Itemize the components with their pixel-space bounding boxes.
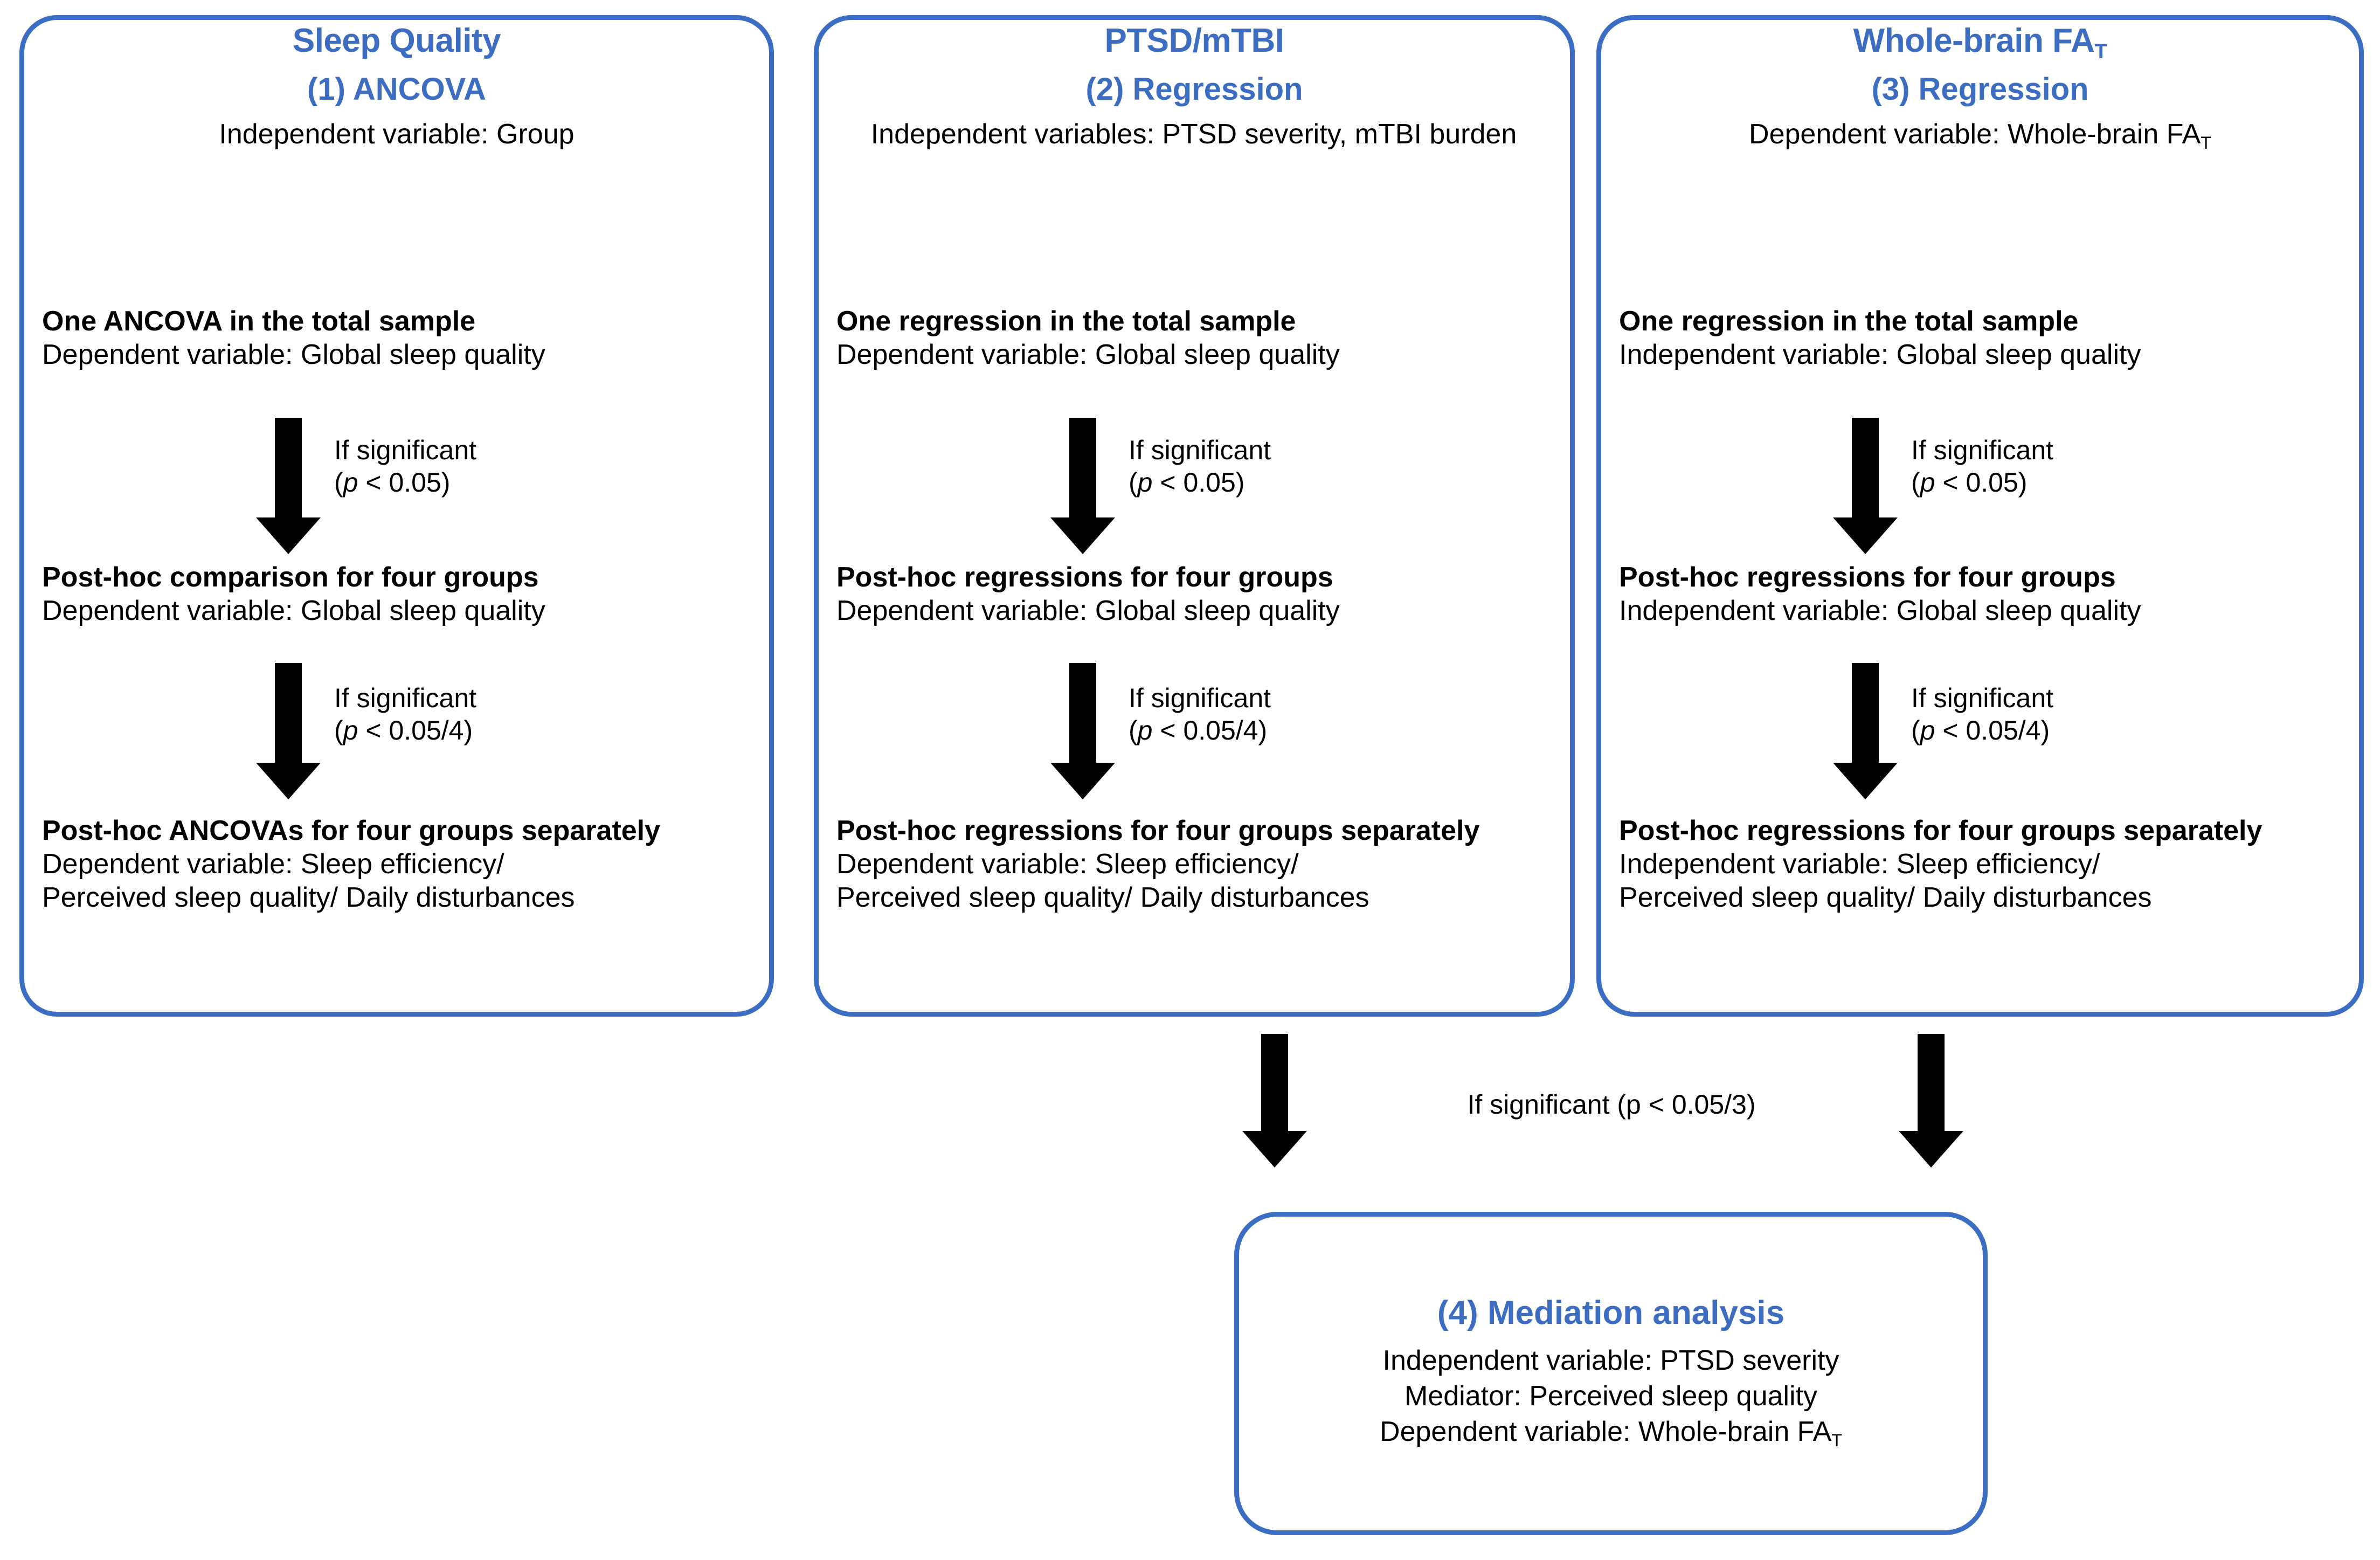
column-2-step-1: One regression in the total sample Depen…: [836, 305, 1553, 371]
column-2-step-2-subline: Dependent variable: Global sleep quality: [836, 595, 1340, 626]
column-3-step-2: Post-hoc regressions for four groups Ind…: [1619, 561, 2341, 627]
column-1-step-3-subline-1: Dependent variable: Sleep efficiency/: [42, 848, 504, 880]
column-2-arrow-2-label-line1: If significant: [1129, 683, 1271, 713]
mediation-analysis-card: [1234, 1212, 1988, 1535]
column-1-step-2-subline: Dependent variable: Global sleep quality: [42, 595, 545, 626]
column-card-ptsd-mtbi: [814, 15, 1575, 1017]
column-1-arrow-2-label-line2: (p < 0.05/4): [334, 715, 473, 746]
column-1-arrow-1: [253, 418, 323, 555]
column-1-arrow-2-label: If significant (p < 0.05/4): [334, 682, 476, 747]
column-2-step-3-subline-2: Perceived sleep quality/ Daily disturban…: [836, 882, 1369, 913]
column-1-step-1-header: One ANCOVA in the total sample: [42, 306, 476, 337]
column-2-arrow-2-label: If significant (p < 0.05/4): [1129, 682, 1271, 747]
column-1-variable-line: Independent variable: Group: [219, 119, 575, 150]
column-3-step-3: Post-hoc regressions for four groups sep…: [1619, 814, 2347, 914]
column-1-arrow-2-label-line1: If significant: [334, 683, 477, 713]
column-3-analysis-label: (3) Regression: [1871, 72, 2089, 107]
column-2-step-1-subline: Dependent variable: Global sleep quality: [836, 339, 1340, 370]
column-2-arrow-1-label-line1: If significant: [1129, 435, 1271, 465]
mediation-line-independent: Independent variable: PTSD severity: [1382, 1345, 1839, 1376]
column-2-step-2: Post-hoc regressions for four groups Dep…: [836, 561, 1553, 627]
branch-significance-label: If significant (p < 0.05/3): [1467, 1089, 1756, 1120]
column-3-arrow-1-label-line2: (p < 0.05): [1911, 467, 2028, 498]
column-1-arrow-1-label-line2: (p < 0.05): [334, 467, 451, 498]
column-card-whole-brain-fa: [1596, 15, 2364, 1017]
column-3-step-3-header: Post-hoc regressions for four groups sep…: [1619, 815, 2263, 846]
column-3-arrow-2-label: If significant (p < 0.05/4): [1911, 682, 2053, 747]
column-2-step-3-header: Post-hoc regressions for four groups sep…: [836, 815, 1480, 846]
column-card-sleep-quality: [19, 15, 774, 1017]
column-1-step-3-subline-2: Perceived sleep quality/ Daily disturban…: [42, 882, 575, 913]
column-2-arrow-1-label: If significant (p < 0.05): [1129, 434, 1271, 499]
column-3-variable-line: Dependent variable: Whole-brain FAT: [1749, 119, 2211, 153]
column-2-variable-line: Independent variables: PTSD severity, mT…: [870, 119, 1517, 150]
column-1-step-1: One ANCOVA in the total sample Dependent…: [42, 305, 743, 371]
column-3-title: Whole-brain FAT: [1853, 22, 2107, 63]
column-1-arrow-1-label-line1: If significant: [334, 435, 477, 465]
column-3-arrow-2-label-line2: (p < 0.05/4): [1911, 715, 2050, 746]
column-3-arrow-2-label-line1: If significant: [1911, 683, 2054, 713]
column-1-step-2-header: Post-hoc comparison for four groups: [42, 562, 539, 593]
mediation-line-dependent: Dependent variable: Whole-brain FAT: [1380, 1416, 1842, 1450]
column-1-step-1-subline: Dependent variable: Global sleep quality: [42, 339, 545, 370]
column-3-arrow-1: [1830, 418, 1900, 555]
column-2-title: PTSD/mTBI: [1104, 22, 1284, 59]
column-2-arrow-1-label-line2: (p < 0.05): [1129, 467, 1245, 498]
column-1-analysis-label: (1) ANCOVA: [307, 72, 486, 107]
mediation-title: (4) Mediation analysis: [1437, 1294, 1785, 1331]
column-3-step-3-subline-2: Perceived sleep quality/ Daily disturban…: [1619, 882, 2152, 913]
branch-arrow-right: [1896, 1034, 1966, 1169]
column-3-step-1-header: One regression in the total sample: [1619, 306, 2079, 337]
column-2-step-3-subline-1: Dependent variable: Sleep efficiency/: [836, 848, 1299, 880]
column-3-step-3-subline-1: Independent variable: Sleep efficiency/: [1619, 848, 2100, 880]
column-1-title: Sleep Quality: [292, 22, 501, 59]
column-3-step-2-header: Post-hoc regressions for four groups: [1619, 562, 2116, 593]
column-2-arrow-1: [1048, 418, 1118, 555]
column-1-arrow-2: [253, 663, 323, 800]
column-3-step-2-subline: Independent variable: Global sleep quali…: [1619, 595, 2141, 626]
column-3-step-1-subline: Independent variable: Global sleep quali…: [1619, 339, 2141, 370]
column-2-arrow-2: [1048, 663, 1118, 800]
column-1-step-3: Post-hoc ANCOVAs for four groups separat…: [42, 814, 753, 914]
column-2-step-1-header: One regression in the total sample: [836, 306, 1296, 337]
branch-arrow-left: [1240, 1034, 1310, 1169]
mediation-line-mediator: Mediator: Perceived sleep quality: [1405, 1380, 1817, 1412]
column-3-arrow-1-label-line1: If significant: [1911, 435, 2054, 465]
column-3-arrow-1-label: If significant (p < 0.05): [1911, 434, 2053, 499]
column-2-arrow-2-label-line2: (p < 0.05/4): [1129, 715, 1268, 746]
column-2-analysis-label: (2) Regression: [1085, 72, 1303, 107]
column-3-arrow-2: [1830, 663, 1900, 800]
column-2-step-2-header: Post-hoc regressions for four groups: [836, 562, 1333, 593]
column-1-step-3-header: Post-hoc ANCOVAs for four groups separat…: [42, 815, 661, 846]
column-2-step-3: Post-hoc regressions for four groups sep…: [836, 814, 1559, 914]
column-1-step-2: Post-hoc comparison for four groups Depe…: [42, 561, 743, 627]
column-1-arrow-1-label: If significant (p < 0.05): [334, 434, 476, 499]
column-3-step-1: One regression in the total sample Indep…: [1619, 305, 2341, 371]
